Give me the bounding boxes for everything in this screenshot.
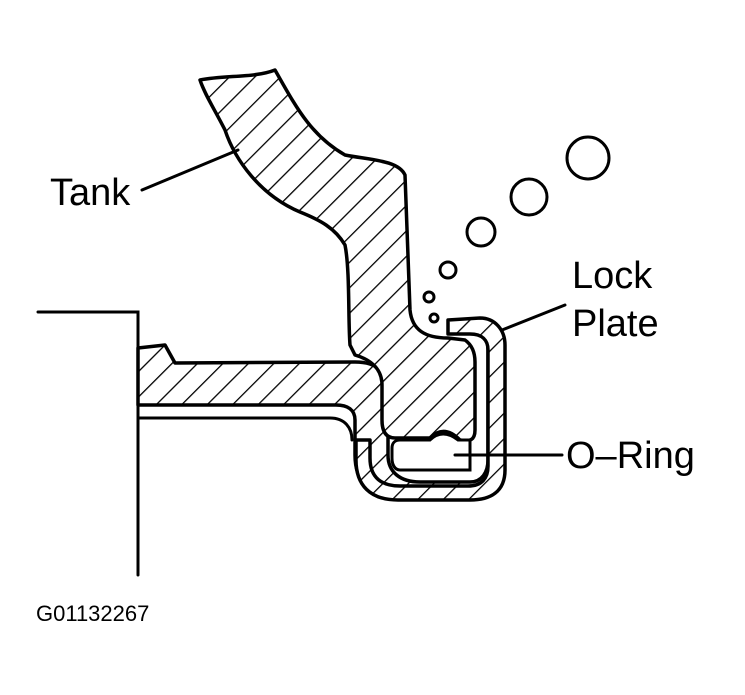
air-bubbles xyxy=(422,135,611,324)
bubble xyxy=(428,312,440,324)
bubble xyxy=(565,135,611,181)
tank-body xyxy=(198,68,477,443)
bubble xyxy=(465,216,497,248)
bubble xyxy=(438,260,458,280)
lock-plate-label-line2: Plate xyxy=(572,303,659,345)
lock-plate-leader-line xyxy=(500,303,567,332)
lock-plate xyxy=(354,316,507,502)
header-gap-line xyxy=(136,416,354,442)
figure-id: G01132267 xyxy=(36,601,149,626)
core-outline xyxy=(36,310,140,577)
tank-label: Tank xyxy=(50,172,131,214)
bubble xyxy=(509,177,549,217)
bubble xyxy=(422,290,436,304)
o-ring-label: O–Ring xyxy=(566,435,695,477)
o-ring-cavity xyxy=(390,432,472,472)
lock-plate-label-line1: Lock xyxy=(572,255,653,297)
tank-leader-line xyxy=(140,148,240,192)
